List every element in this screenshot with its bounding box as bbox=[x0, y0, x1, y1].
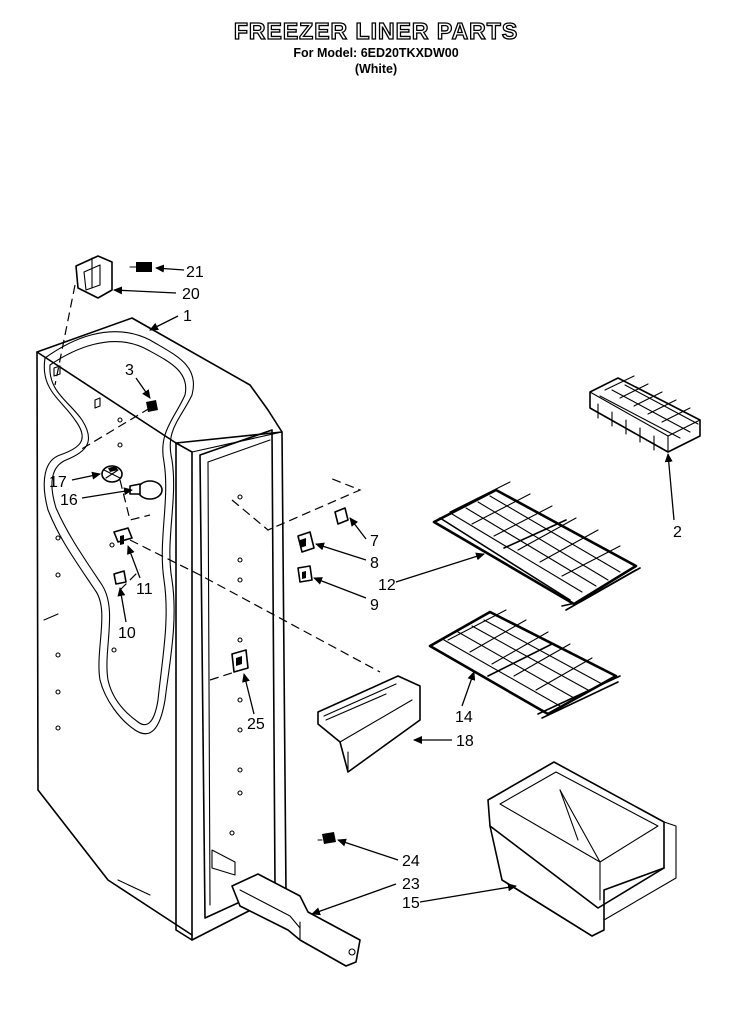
bracket-part-20 bbox=[75, 255, 113, 299]
screw-part-3 bbox=[146, 400, 158, 412]
freezer-liner bbox=[36, 317, 287, 941]
light-socket-part-17 bbox=[101, 465, 123, 483]
shelf-support-part-7 bbox=[334, 507, 349, 525]
model-color: (White) bbox=[354, 62, 398, 76]
callout-25: 25 bbox=[247, 716, 265, 733]
bracket-part-23 bbox=[231, 873, 361, 967]
freezer-bin-part-15 bbox=[487, 761, 677, 937]
clip-part-10 bbox=[113, 570, 127, 585]
damper-part-25 bbox=[231, 649, 249, 673]
callout-3: 3 bbox=[125, 362, 134, 379]
callout-24: 24 bbox=[402, 853, 420, 870]
callout-17: 17 bbox=[49, 474, 67, 491]
callout-2: 2 bbox=[673, 524, 682, 541]
clip-part-11 bbox=[113, 527, 133, 545]
shelf-support-part-9 bbox=[297, 565, 313, 583]
wire-shelf-part-14 bbox=[428, 609, 621, 719]
shelf-support-part-8 bbox=[297, 531, 315, 553]
ice-tray-part-2 bbox=[589, 375, 701, 453]
mounting-holes bbox=[55, 417, 243, 836]
page-title: FREEZER LINER PARTS bbox=[233, 17, 519, 44]
wire-shelf-part-12 bbox=[432, 481, 641, 611]
model-number: For Model: 6ED20TKXDW00 bbox=[293, 46, 459, 60]
callout-11: 11 bbox=[136, 581, 153, 598]
callout-15: 15 bbox=[402, 895, 420, 912]
light-bulb-part-16 bbox=[129, 480, 163, 500]
callout-12: 12 bbox=[378, 577, 396, 594]
leader-lines bbox=[71, 264, 675, 916]
alignment-lines bbox=[54, 284, 381, 681]
callout-20: 20 bbox=[182, 286, 200, 303]
callout-23: 23 bbox=[402, 876, 420, 893]
callout-10: 10 bbox=[118, 625, 136, 642]
shelf-channel-part-18 bbox=[317, 675, 421, 773]
callout-labels: 21 20 1 3 17 16 11 10 7 8 9 12 14 2 18 2… bbox=[49, 264, 682, 912]
callout-9: 9 bbox=[370, 597, 379, 614]
callout-16: 16 bbox=[60, 492, 78, 509]
screw-part-21 bbox=[129, 262, 152, 272]
callout-8: 8 bbox=[370, 555, 379, 572]
callout-7: 7 bbox=[370, 533, 379, 550]
callout-14: 14 bbox=[455, 709, 473, 726]
screw-part-24 bbox=[317, 832, 336, 844]
callout-1: 1 bbox=[183, 308, 192, 325]
callout-18: 18 bbox=[456, 733, 474, 750]
callout-21: 21 bbox=[186, 264, 204, 281]
